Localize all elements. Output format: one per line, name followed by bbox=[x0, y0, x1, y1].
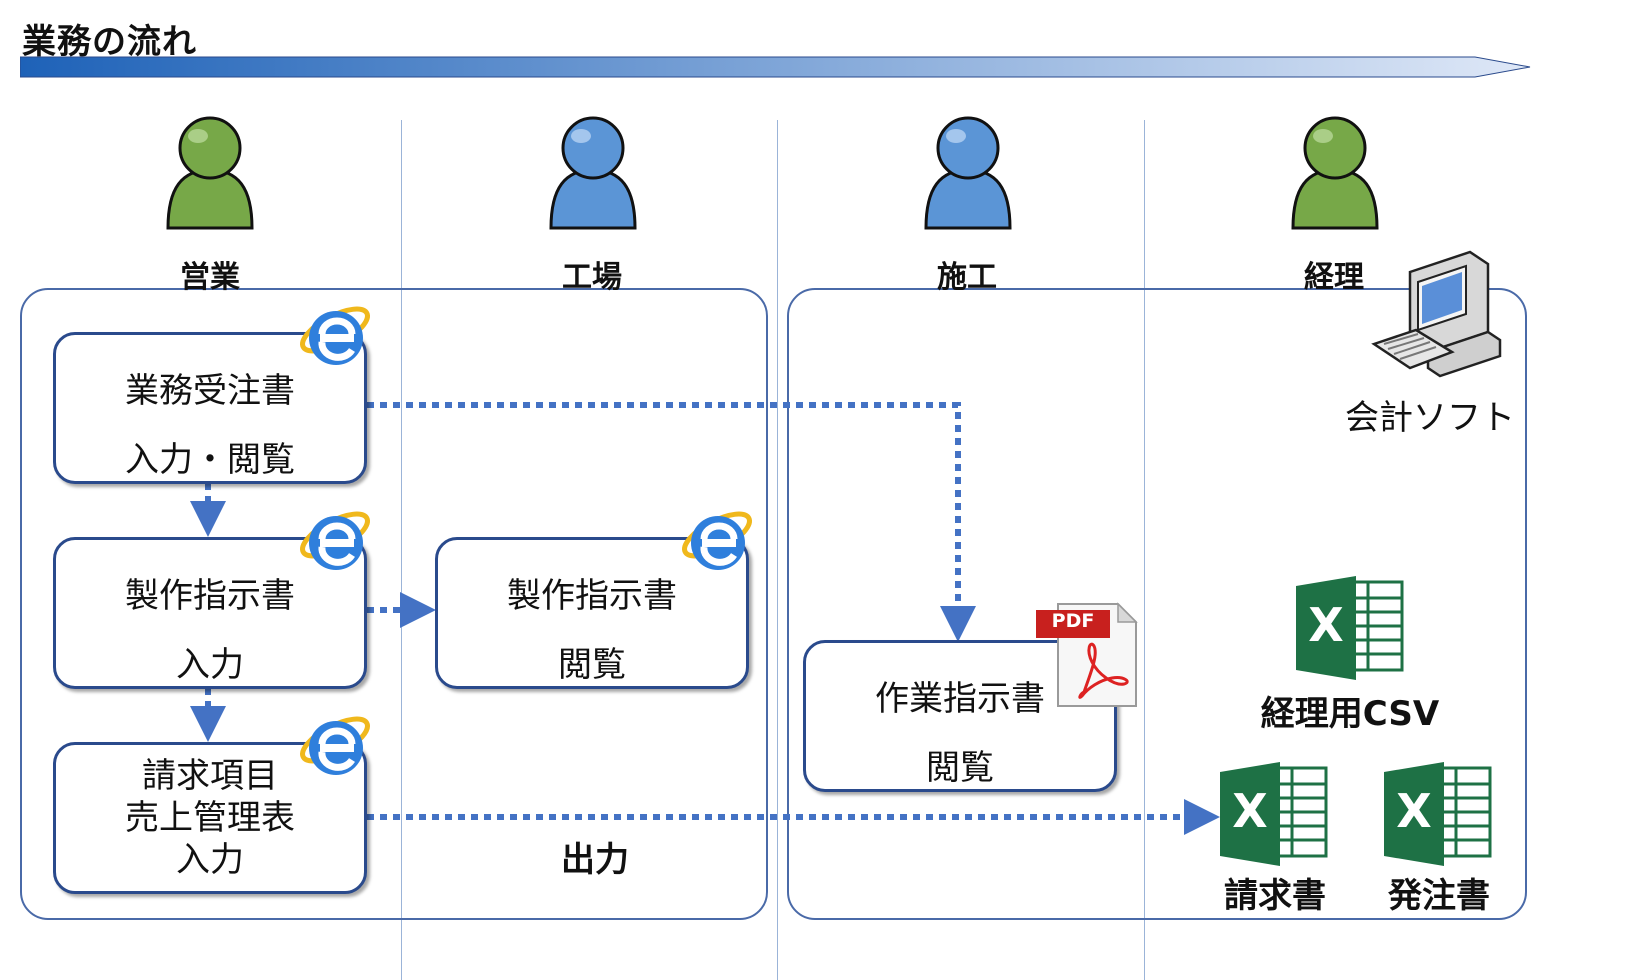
lane-separator bbox=[777, 120, 778, 980]
box-line: 入力 bbox=[176, 645, 244, 685]
excel-icon bbox=[1384, 762, 1492, 866]
person-blue-icon bbox=[549, 116, 637, 230]
pdf-label: PDF bbox=[1051, 610, 1095, 632]
output-label: 出力 bbox=[561, 840, 629, 880]
internet-explorer-icon bbox=[300, 511, 370, 570]
arrow-order-to-work bbox=[367, 402, 976, 642]
box-line: 業務受注書 bbox=[125, 371, 295, 411]
production-view-box: 製作指示書 閲覧 bbox=[435, 537, 749, 689]
construction-accounting-frame bbox=[787, 288, 1527, 920]
role-label-construction: 施工 bbox=[937, 260, 997, 295]
box-line: 入力・閲覧 bbox=[125, 440, 295, 480]
lane-separator bbox=[401, 120, 402, 980]
purchase-order-label: 発注書 bbox=[1388, 876, 1490, 916]
timeline-banner bbox=[20, 56, 1531, 78]
internet-explorer-icon bbox=[300, 306, 370, 365]
internet-explorer-icon bbox=[682, 511, 752, 570]
sales-factory-frame bbox=[20, 288, 768, 920]
excel-icon-letter: X bbox=[1396, 784, 1432, 838]
page-title: 業務の流れ bbox=[22, 22, 197, 62]
order-entry-box: 業務受注書 入力・閲覧 bbox=[53, 332, 367, 484]
accounting-software-label: 会計ソフト bbox=[1345, 398, 1515, 438]
pdf-file-icon bbox=[1036, 602, 1138, 707]
csv-label: 経理用CSV bbox=[1260, 694, 1440, 734]
role-label-sales: 営業 bbox=[180, 260, 240, 295]
box-line: 売上管理表 bbox=[125, 798, 295, 838]
role-label-accounting: 経理 bbox=[1304, 260, 1364, 295]
excel-icon-letter: X bbox=[1232, 784, 1268, 838]
person-blue-icon bbox=[924, 116, 1012, 230]
person-green-icon bbox=[166, 116, 254, 230]
box-line: 入力 bbox=[176, 840, 244, 880]
box-line: 請求項目 bbox=[142, 756, 278, 796]
role-label-factory: 工場 bbox=[562, 260, 622, 295]
person-green-icon bbox=[1291, 116, 1379, 230]
computer-icon bbox=[1371, 250, 1502, 378]
box-line: 作業指示書 bbox=[875, 679, 1045, 719]
invoice-input-box: 請求項目 売上管理表 入力 bbox=[53, 742, 367, 894]
excel-icon bbox=[1296, 576, 1404, 680]
invoice-label: 請求書 bbox=[1224, 876, 1326, 916]
excel-icon bbox=[1220, 762, 1328, 866]
lane-separator bbox=[1144, 120, 1145, 980]
excel-icon-letter: X bbox=[1308, 598, 1344, 652]
box-line: 製作指示書 bbox=[507, 576, 677, 616]
box-line: 閲覧 bbox=[558, 645, 626, 685]
box-line: 閲覧 bbox=[926, 748, 994, 788]
production-input-box: 製作指示書 入力 bbox=[53, 537, 367, 689]
internet-explorer-icon bbox=[300, 716, 370, 775]
box-line: 製作指示書 bbox=[125, 576, 295, 616]
